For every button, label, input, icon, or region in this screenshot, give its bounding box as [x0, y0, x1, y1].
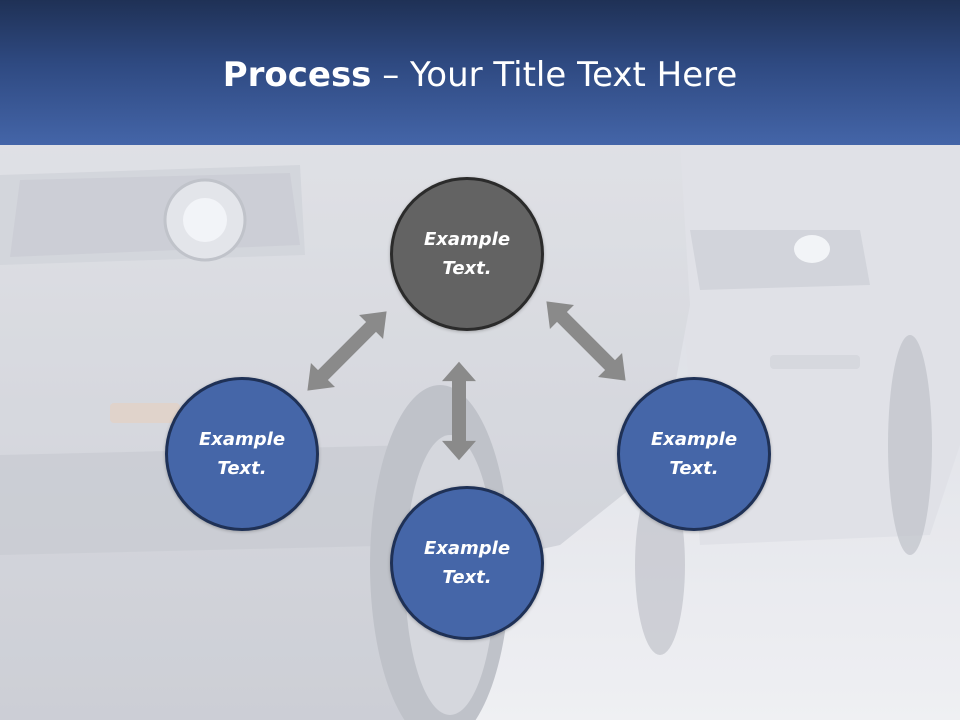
node-right-text: Example Text.: [650, 429, 738, 479]
node-right[interactable]: Example Text.: [617, 377, 771, 531]
node-bottom[interactable]: Example Text.: [390, 486, 544, 640]
node-center[interactable]: Example Text.: [390, 177, 544, 331]
arrow-center-right: [534, 289, 638, 393]
arrow-center-left: [295, 299, 399, 403]
title-bar: Process – Your Title Text Here: [0, 0, 960, 145]
slide-title-rest: – Your Title Text Here: [371, 55, 738, 95]
slide-title[interactable]: Process – Your Title Text Here: [0, 52, 960, 98]
node-center-text: Example Text.: [423, 229, 511, 279]
node-bottom-text: Example Text.: [423, 538, 511, 588]
node-left[interactable]: Example Text.: [165, 377, 319, 531]
slide-title-bold: Process: [222, 55, 372, 95]
node-left-text: Example Text.: [198, 429, 286, 479]
arrow-center-bottom: [442, 361, 476, 461]
